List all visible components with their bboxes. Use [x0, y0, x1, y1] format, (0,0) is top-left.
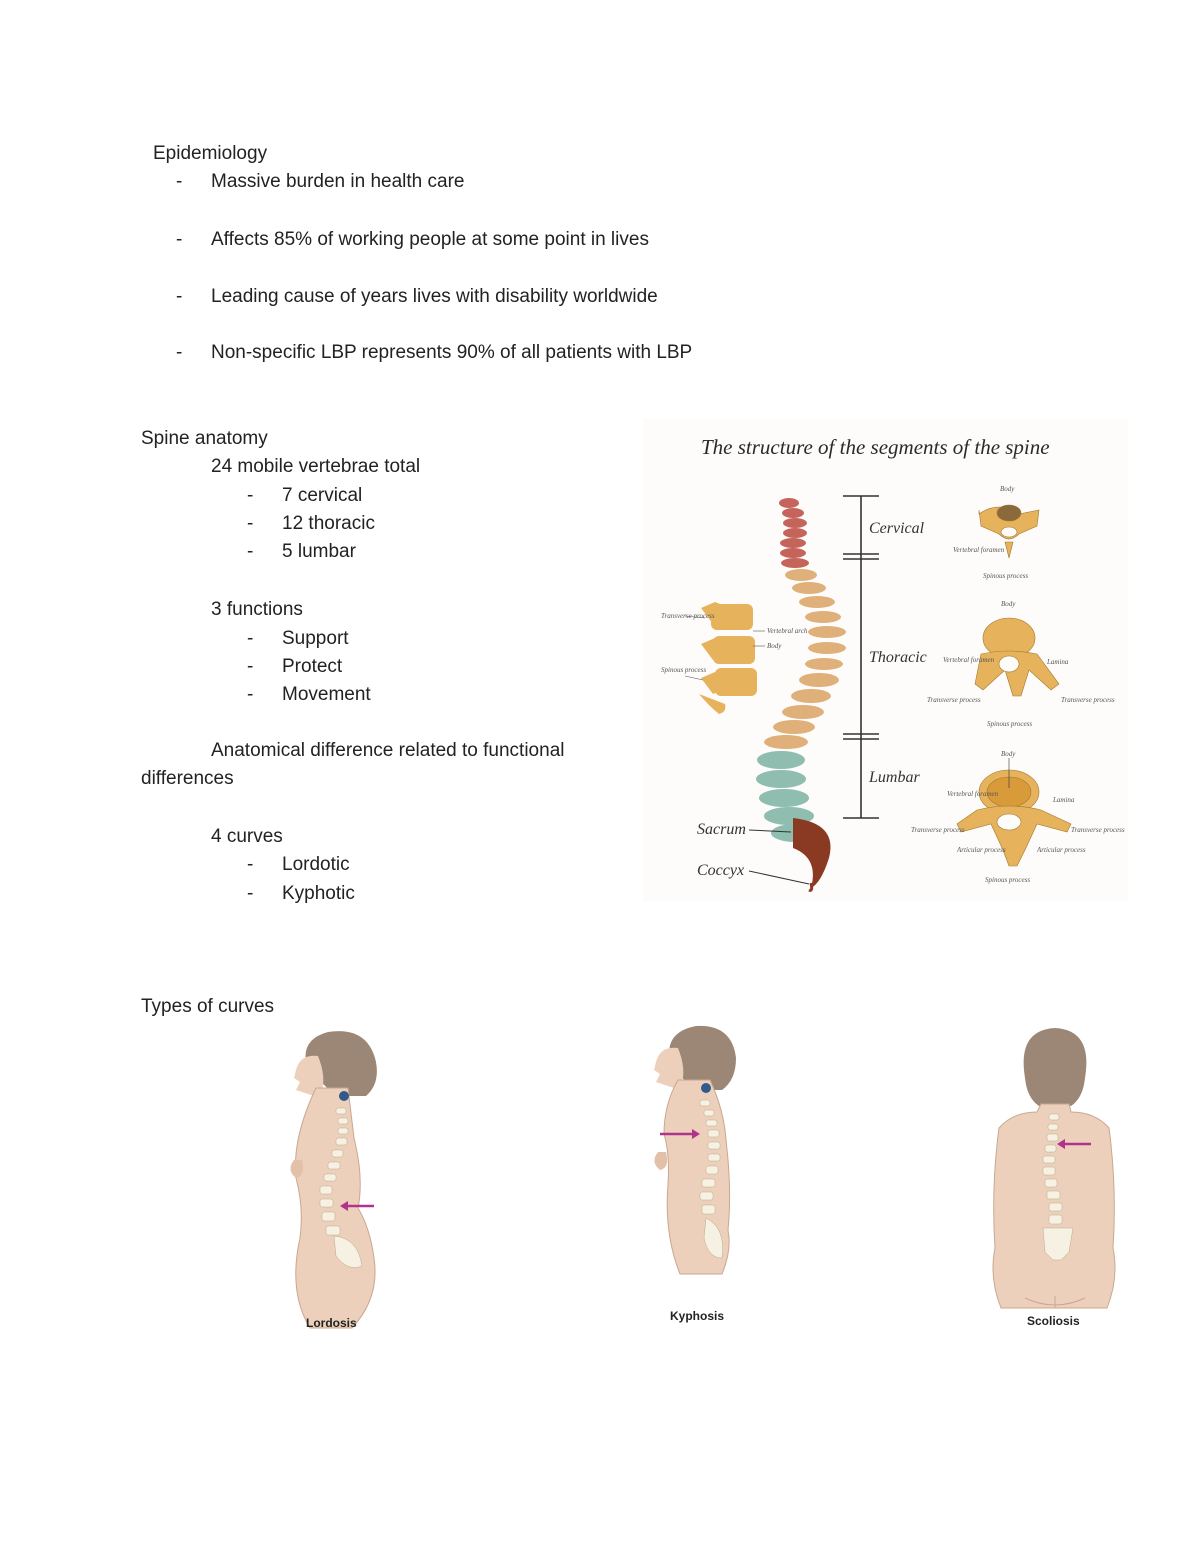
tiny-label-body-lumbar: Body [1001, 750, 1016, 758]
spine-illustration: The structure of the segments of the spi… [643, 418, 1128, 902]
list-bullet: - [176, 286, 183, 307]
list-bullet: - [247, 513, 254, 534]
list-bullet: - [247, 656, 254, 677]
caption-lordosis: Lordosis [306, 1316, 357, 1330]
difference-line-2: differences [141, 768, 234, 789]
functions-line: 3 functions [211, 599, 303, 620]
thoracic-vertebra-top-view [974, 617, 1060, 697]
tiny-label-spinous-lumbar: Spinous process [985, 876, 1030, 884]
scoliosis-figure: Scoliosis [985, 1028, 1125, 1333]
curves-line: 4 curves [211, 826, 283, 847]
list-bullet: - [247, 541, 254, 562]
segment-bracket [843, 495, 879, 819]
tiny-label-foramen-thoracic: Vertebral foramen [943, 656, 995, 664]
tiny-label-arch: Vertebral arch [767, 627, 808, 635]
list-bullet: - [247, 883, 254, 904]
tiny-label-foramen-lumbar: Vertebral foramen [947, 790, 999, 798]
tiny-label-transverse: Transverse process [661, 612, 715, 620]
caption-kyphosis: Kyphosis [670, 1309, 724, 1323]
tiny-label-spinous-thoracic: Spinous process [987, 720, 1032, 728]
segment-label-cervical: Cervical [869, 520, 925, 537]
list-bullet: - [247, 854, 254, 875]
tiny-label-transverse-thoracic-r: Transverse process [1061, 696, 1115, 704]
tiny-label-spinous: Spinous process [661, 666, 706, 674]
vertebrae-side-view [699, 602, 757, 714]
epidemiology-heading: Epidemiology [153, 143, 268, 164]
types-of-curves-heading: Types of curves [141, 996, 275, 1017]
list-item: Protect [282, 656, 343, 677]
spine-anatomy-heading: Spine anatomy [141, 428, 268, 449]
list-item: 5 lumbar [282, 541, 356, 562]
segment-label-thoracic: Thoracic [869, 649, 927, 666]
sacrum-label: Sacrum [697, 821, 746, 838]
tiny-label-body-thoracic: Body [1001, 600, 1016, 608]
tiny-label-lamina-lumbar: Lamina [1052, 796, 1075, 804]
tiny-label-articular-l: Articular process [956, 846, 1006, 854]
tiny-label-lamina-thoracic: Lamina [1046, 658, 1069, 666]
vertebrae-total-line: 24 mobile vertebrae total [211, 456, 421, 477]
list-bullet: - [247, 628, 254, 649]
lordosis-figure: Lordosis [268, 1030, 408, 1335]
list-item: Lordotic [282, 854, 350, 875]
tiny-label-body-side: Body [767, 642, 782, 650]
list-item: Kyphotic [282, 883, 355, 904]
list-item: Movement [282, 684, 371, 705]
list-bullet: - [247, 684, 254, 705]
tiny-label-spinous-cervical: Spinous process [983, 572, 1028, 580]
list-item: Leading cause of years lives with disabi… [211, 286, 658, 307]
tiny-label-body-cervical: Body [1000, 485, 1015, 493]
tiny-label-foramen-cervical: Vertebral foramen [953, 546, 1005, 554]
spine-figure: The structure of the segments of the spi… [643, 418, 1128, 902]
list-bullet: - [176, 171, 183, 192]
list-bullet: - [176, 342, 183, 363]
list-item: 12 thoracic [282, 513, 375, 534]
tiny-label-transverse-thoracic-l: Transverse process [927, 696, 981, 704]
spine-column [756, 498, 846, 892]
list-bullet: - [247, 485, 254, 506]
figure-title: The structure of the segments of the spi… [701, 435, 1050, 459]
segment-label-lumbar: Lumbar [868, 769, 920, 786]
lumbar-vertebra-top-view [956, 769, 1072, 867]
tiny-label-articular-r: Articular process [1036, 846, 1086, 854]
difference-line-1: Anatomical difference related to functio… [211, 740, 565, 761]
list-item: Support [282, 628, 349, 649]
list-item: Affects 85% of working people at some po… [211, 229, 649, 250]
coccyx-label: Coccyx [697, 862, 744, 879]
tiny-label-transverse-lumbar-r: Transverse process [1071, 826, 1125, 834]
list-item: Non-specific LBP represents 90% of all p… [211, 342, 693, 363]
list-item: 7 cervical [282, 485, 363, 506]
cervical-vertebra-top-view [978, 504, 1040, 559]
tiny-label-transverse-lumbar-l: Transverse process [911, 826, 965, 834]
list-item: Massive burden in health care [211, 171, 465, 192]
caption-scoliosis: Scoliosis [1027, 1314, 1080, 1328]
kyphosis-figure: Kyphosis [640, 1024, 770, 1329]
list-bullet: - [176, 229, 183, 250]
